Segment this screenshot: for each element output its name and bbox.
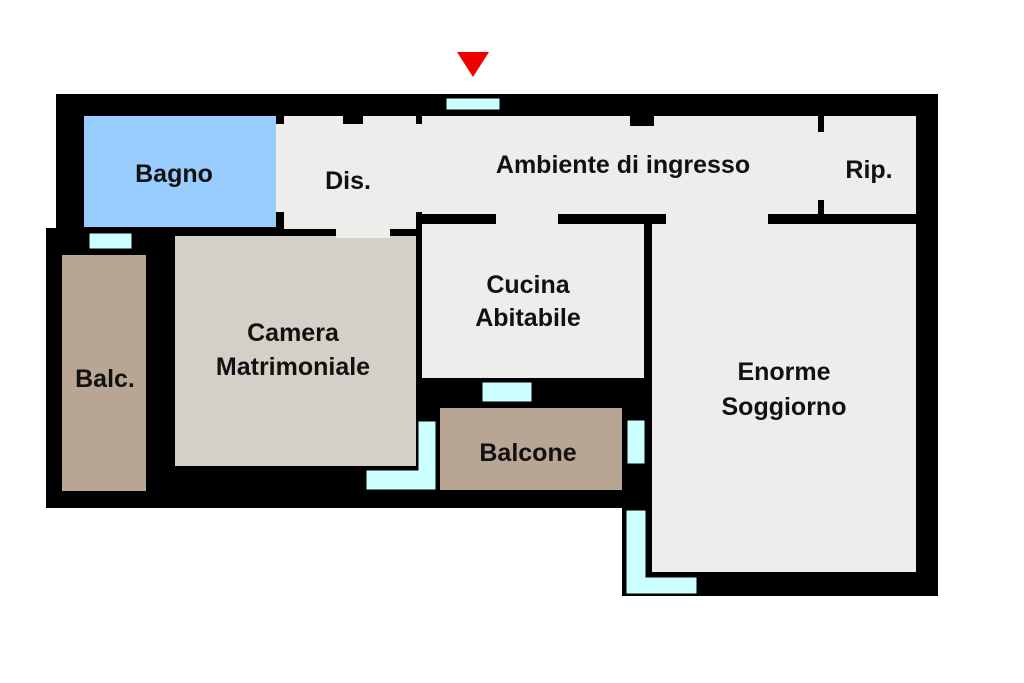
label-camera-line1: Camera: [247, 319, 340, 347]
room-camera: [175, 236, 416, 466]
room-ingresso: [422, 116, 818, 214]
room-cucina: [422, 224, 644, 378]
label-soggiorno-line2: Soggiorno: [722, 393, 847, 421]
label-ingresso: Ambiente di ingresso: [496, 151, 750, 179]
label-ripostiglio: Rip.: [845, 156, 892, 184]
room-ripostiglio: [824, 116, 916, 214]
room-bagno: [84, 116, 276, 227]
label-balc-left: Balc.: [75, 365, 135, 393]
entrance-marker-icon: [457, 52, 489, 77]
balcony-balcone: [440, 408, 622, 490]
windows: [88, 97, 698, 595]
label-cucina-line2: Abitabile: [475, 304, 581, 332]
door-openings: [276, 124, 826, 238]
label-soggiorno-line1: Enorme: [737, 358, 830, 386]
label-bagno: Bagno: [135, 160, 213, 188]
balcony-left: [62, 255, 146, 491]
label-camera-line2: Matrimoniale: [216, 353, 370, 381]
label-cucina-line1: Cucina: [486, 271, 570, 299]
label-balcone: Balcone: [479, 439, 576, 467]
room-disimpegno: [284, 116, 416, 229]
interior-walls: [343, 112, 654, 378]
room-soggiorno: [652, 224, 916, 572]
label-disimpegno: Dis.: [325, 167, 371, 195]
